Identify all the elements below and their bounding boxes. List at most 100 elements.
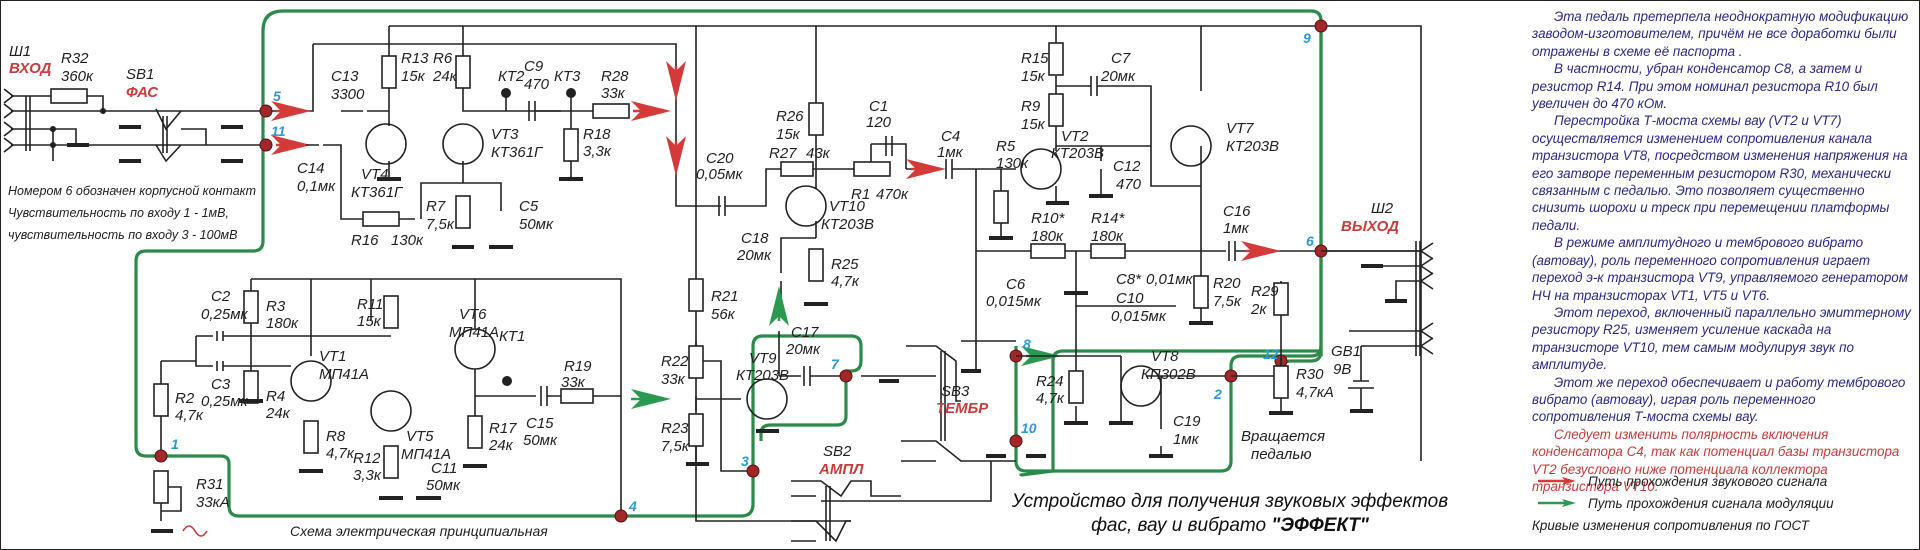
component-value: 0,25мк [201,306,248,323]
transistor-type: МП41А [449,324,499,341]
component-value: 2к [1250,301,1267,318]
note-paragraph: В режиме амплитудного и тембрового вибра… [1532,235,1908,303]
switch-name: ФАС [126,84,159,101]
component-ref: C10 [1116,290,1144,307]
wire [474,279,621,416]
test-point-label: КТ1 [499,328,525,345]
component-ref: R15 [1021,50,1049,67]
node-label-12: 12 [1263,346,1279,362]
component-ref: R12 [353,450,381,467]
r16-body [362,211,400,227]
sb2-switch [791,480,901,543]
component-ref: R13 [401,50,429,67]
component-ref: C15 [526,415,554,432]
wire [1231,281,1282,411]
component-value: 0,1мк [297,178,336,195]
component-ref: R10* [1031,210,1066,227]
component-value: 0,25мк [201,393,248,410]
component-value: 470 [524,76,550,93]
output-connector-ref: Ш2 [1371,200,1394,217]
node-5-dot [259,104,273,118]
component-ref: R11 [357,296,383,313]
vt10-symbol [785,185,827,227]
r23-body [688,413,704,447]
component-ref: R29 [1251,283,1279,300]
component-ref: R2 [175,390,195,407]
legend-item-gost: Кривые изменения сопротивления по ГОСТ [1532,514,1912,536]
component-value: 7,5к [426,216,455,233]
component-ref: R24 [1036,373,1064,390]
r2-body [153,383,169,417]
component-ref: R27 [769,145,797,162]
switch-name: ТЕМБР [936,400,989,417]
node-10-dot [1009,434,1023,448]
component-value: 1мк [937,144,964,161]
component-value: 130к [996,155,1029,172]
component-value: 56к [711,306,736,323]
node-label-3: 3 [741,453,749,469]
component-ref: C11 [431,460,457,477]
component-value: 180к [1031,228,1064,245]
ground-symbol [67,125,243,163]
r30-body [1273,365,1289,399]
component-value: 130к [391,232,424,249]
note-paragraph: Этот же переход обеспечивает и работу те… [1532,374,1906,425]
component-value: 33к [661,371,686,388]
component-ref: R6 [433,50,453,67]
input-note: Номером 6 обозначен корпусной контакт [8,184,257,198]
ground-symbol [151,399,487,533]
component-ref: GB1 [1331,343,1361,360]
r1-body [853,161,891,177]
junction [100,108,106,114]
node-label-11: 11 [271,123,286,139]
ground-symbol [879,369,1046,458]
component-value: 360к [61,68,94,85]
node-3-dot [746,464,760,478]
r7-body [455,195,471,229]
switch-name: АМПЛ [818,461,864,478]
red-arrow-icon [1538,477,1576,485]
component-value: 15к [1021,116,1046,133]
legend-item-mod: Путь прохождения сигнала модуляции [1532,492,1912,514]
r20-body [1193,275,1209,309]
transistor-ref: VT2 [1061,128,1089,145]
vt2-symbol [1020,148,1062,190]
r29-body [1273,282,1289,316]
r28-body [592,103,630,119]
component-value: 20мк [736,247,772,264]
component-value: 3300 [331,86,365,103]
component-value: 20мк [1100,68,1136,85]
r13-body [381,55,397,89]
node-label-2: 2 [1213,386,1222,402]
component-ref: R14* [1091,210,1126,227]
gb1-battery [1348,380,1374,411]
component-ref: R17 [489,420,517,437]
component-value: 1мк [1173,431,1200,448]
input-note: Чувствительность по входу 1 - 1мВ, [8,206,229,220]
r27-body [780,161,814,177]
green-arrow-icon [1538,499,1576,507]
r10-body [1030,243,1066,259]
transistor-ref: VT4 [361,166,389,183]
r19-body [560,388,594,404]
wire [1321,250,1421,381]
component-value: 24к [432,68,458,85]
component-ref: C5 [519,198,539,215]
vt5-symbol [370,390,412,432]
r22-body [688,345,704,379]
wire [52,128,77,161]
component-value: 0,01мк [1146,271,1193,288]
component-ref: R7 [426,198,446,215]
component-ref: R5 [996,138,1016,155]
ground-symbol [1064,291,1173,458]
component-ref: R26 [776,108,804,125]
component-ref: R25 [831,256,859,273]
note-paragraph: В частности, убран конденсатор С8, а зат… [1532,61,1878,112]
component-ref: R9 [1021,98,1041,115]
r32-body [50,88,88,104]
component-value: 15к [1021,68,1046,85]
switch-ref: SB3 [941,383,970,400]
legend-label: Путь прохождения сигнала модуляции [1588,495,1834,511]
r24-body [1068,370,1084,404]
diagram-subtitle: Схема электрическая принципиальная [290,523,548,539]
